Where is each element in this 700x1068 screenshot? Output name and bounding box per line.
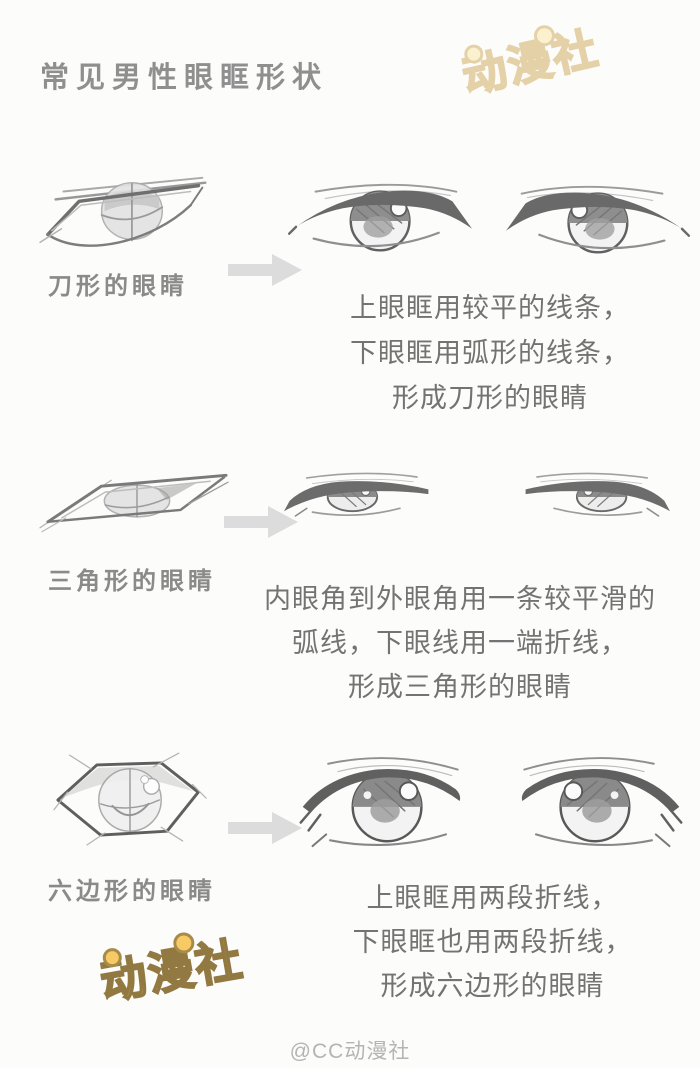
description-line: 形成刀形的眼睛 xyxy=(392,383,588,413)
hexagon-eye-example-right xyxy=(520,756,683,848)
right-arrow-icon xyxy=(228,812,302,844)
description-line: 形成三角形的眼睛 xyxy=(348,672,572,702)
description-line: 下眼眶用弧形的线条， xyxy=(350,338,630,368)
triangle-eye-sketch xyxy=(38,473,230,534)
description-line: 上眼眶用两段折线， xyxy=(366,883,619,913)
description-line: 下眼眶也用两段折线， xyxy=(352,927,633,957)
logo-text: 动漫社 xyxy=(457,22,605,105)
hexagon-eye-example-left xyxy=(299,756,462,848)
watermark: @CC动漫社 xyxy=(289,1040,411,1063)
knife-eye-example-left xyxy=(287,183,474,252)
description-line: 内眼角到外眼角用一条较平滑的 xyxy=(264,584,656,614)
logo-text: 动漫社 xyxy=(95,931,248,1011)
knife-eye-example-right xyxy=(504,185,691,254)
knife-eye-sketch xyxy=(38,176,208,248)
triangle-eye-description: 内眼角到外眼角用一条较平滑的 弧线，下眼线用一端折线， 形成三角形的眼睛 xyxy=(240,577,680,709)
description-line: 上眼眶用较平的线条， xyxy=(350,293,630,323)
section-label-triangle: 三角形的眼睛 xyxy=(48,568,216,595)
logo-dot-icon xyxy=(531,23,558,49)
hexagon-eye-sketch xyxy=(52,751,208,847)
hexagon-eye-description: 上眼眶用两段折线， 下眼眶也用两段折线， 形成六边形的眼睛 xyxy=(295,876,690,1008)
knife-eye-description: 上眼眶用较平的线条， 下眼眶用弧形的线条， 形成刀形的眼睛 xyxy=(290,286,690,421)
cc-club-logo-top: 动漫社 xyxy=(457,22,605,105)
triangle-eye-example-right xyxy=(524,472,671,517)
description-line: 形成六边形的眼睛 xyxy=(380,971,605,1001)
logo-dot-icon xyxy=(101,946,124,969)
description-line: 弧线，下眼线用一端折线， xyxy=(292,628,628,658)
cc-club-logo-bottom: 动漫社 xyxy=(95,930,249,1011)
triangle-eye-example-left xyxy=(283,472,430,517)
section-label-hexagon: 六边形的眼睛 xyxy=(48,878,216,905)
page-title: 常见男性眼眶形状 xyxy=(40,62,329,94)
logo-dot-icon xyxy=(462,42,486,66)
logo-dot-icon xyxy=(171,930,196,956)
section-label-knife: 刀形的眼睛 xyxy=(48,273,188,300)
